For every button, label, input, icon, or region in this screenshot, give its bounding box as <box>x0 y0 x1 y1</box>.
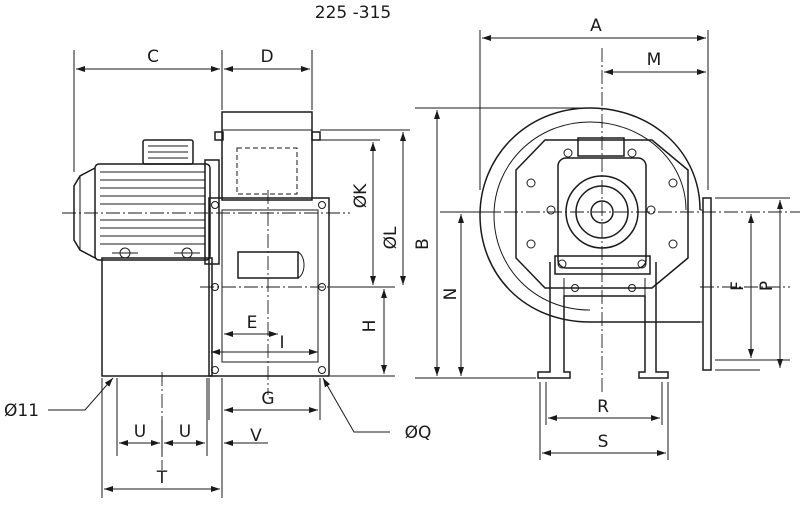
dim-label-i: I <box>279 333 284 353</box>
scroll-housing <box>479 107 701 323</box>
shaft <box>590 200 614 224</box>
dim-label-k: ØK <box>351 183 371 208</box>
dim-label-r: R <box>597 397 609 417</box>
side-view <box>48 50 410 498</box>
dim-label-q: ØQ <box>405 423 432 443</box>
support-legs <box>537 262 669 379</box>
dim-label-g: G <box>261 389 274 409</box>
motor-plate <box>515 139 689 289</box>
dim-label-v: V <box>250 426 262 446</box>
dim-label-u-left: U <box>134 422 146 442</box>
dim-label-n: N <box>441 288 461 301</box>
dim-label-u-right: U <box>179 422 191 442</box>
pedestal <box>101 257 213 377</box>
dim-label-t: T <box>156 468 168 488</box>
dim-label-f: F <box>728 281 748 291</box>
dim-label-p: P <box>757 281 777 291</box>
front-view <box>415 30 800 460</box>
dim-label-m: M <box>647 50 662 70</box>
dim-label-b: B <box>413 238 433 250</box>
outlet-duct-side <box>214 111 321 201</box>
drawing-title: 225 -315 <box>315 3 391 23</box>
dim-label-a: A <box>590 16 602 36</box>
dim-label-d: D <box>260 47 273 67</box>
dim-label-e: E <box>247 313 258 333</box>
dim-label-l: ØL <box>381 226 401 249</box>
motor-terminal-top <box>577 137 625 157</box>
dim-label-c: C <box>147 47 159 67</box>
motor <box>73 139 220 265</box>
dim-label-hole-diameter: Ø11 <box>4 401 39 421</box>
dim-label-s: S <box>598 432 609 452</box>
dimension-labels: C D A M ØK ØL B N H F P E I G U U V T Ø1… <box>4 16 777 488</box>
dim-label-h: H <box>360 320 380 333</box>
outlet-flange-front <box>702 197 712 371</box>
